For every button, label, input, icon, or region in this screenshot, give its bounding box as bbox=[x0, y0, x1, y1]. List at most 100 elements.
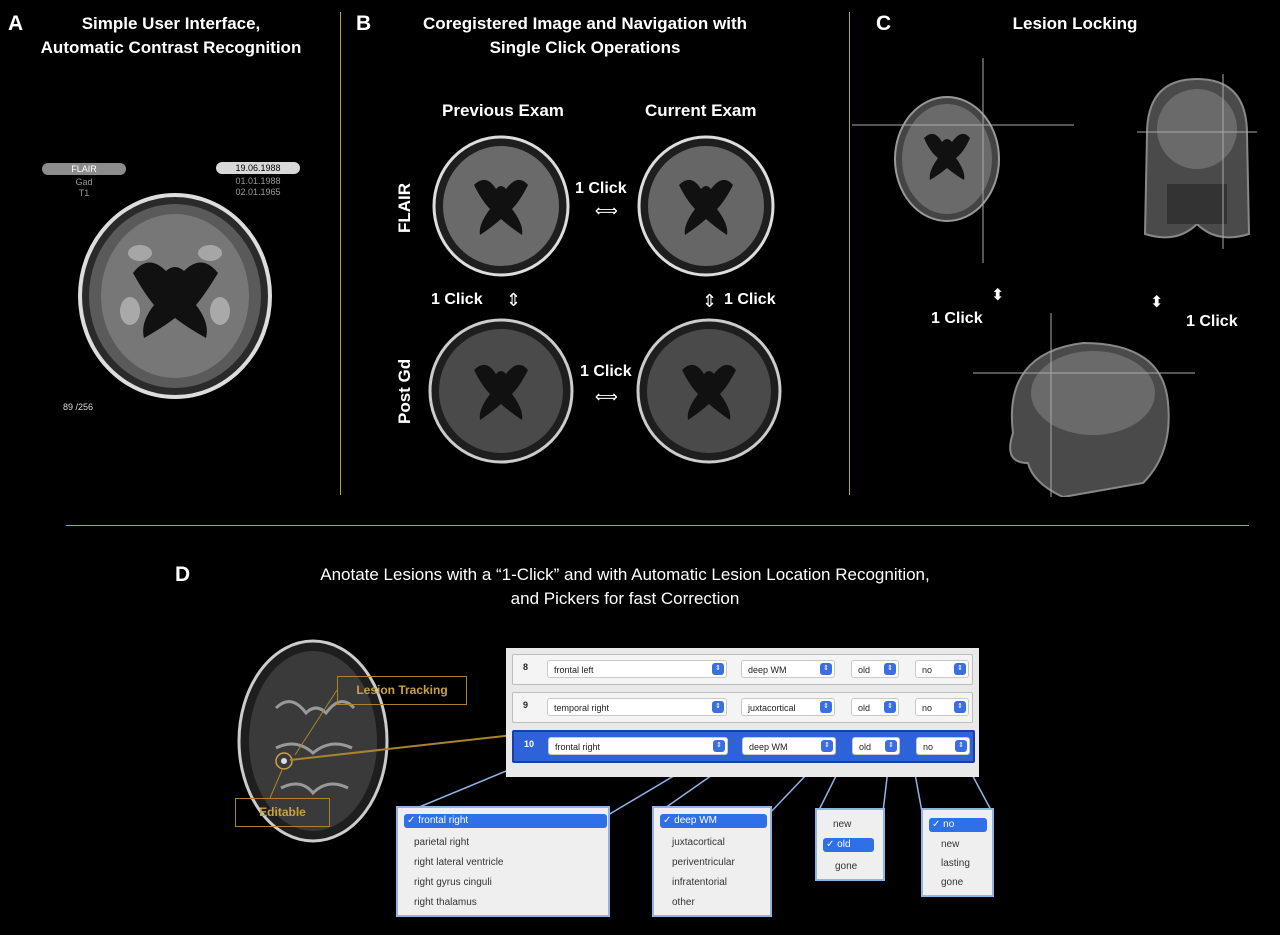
chevron-updown-icon: ⇕ bbox=[713, 740, 725, 752]
brain-previous-flair[interactable] bbox=[432, 135, 570, 278]
brain-previous-postgd[interactable] bbox=[428, 318, 574, 464]
chevron-updown-icon: ⇕ bbox=[884, 701, 896, 713]
status-option[interactable]: ✓ old bbox=[823, 838, 874, 852]
lesion-lock-axial-view[interactable] bbox=[852, 58, 1074, 263]
location-value: frontal left bbox=[554, 665, 594, 675]
panel-a-letter: A bbox=[8, 12, 24, 35]
diagonal-arrow-icon: ⬍ bbox=[1150, 294, 1164, 311]
region-option[interactable]: ✓ deep WM bbox=[660, 814, 767, 828]
status-select[interactable]: old ⇕ bbox=[851, 660, 899, 678]
chevron-updown-icon: ⇕ bbox=[884, 663, 896, 675]
enhancing-option[interactable]: new bbox=[941, 839, 960, 850]
location-option[interactable]: right gyrus cinguli bbox=[414, 877, 492, 888]
location-option[interactable]: right lateral ventricle bbox=[414, 857, 504, 868]
chevron-updown-icon: ⇕ bbox=[954, 701, 966, 713]
location-value: temporal right bbox=[554, 703, 610, 713]
chevron-updown-icon: ⇕ bbox=[712, 701, 724, 713]
panel-c-letter: C bbox=[876, 12, 892, 35]
click-label-postgd-horizontal: 1 Click bbox=[580, 363, 632, 380]
chevron-updown-icon: ⇕ bbox=[955, 740, 967, 752]
location-option[interactable]: parietal right bbox=[414, 837, 470, 848]
brain-current-flair[interactable] bbox=[637, 135, 775, 278]
sequence-option-gad[interactable]: Gad bbox=[75, 177, 93, 187]
sequence-picker[interactable]: FLAIR bbox=[42, 163, 126, 175]
enhancing-option[interactable]: ✓ no bbox=[929, 818, 987, 832]
lesion-lock-sagittal-view[interactable] bbox=[973, 313, 1195, 497]
option-label: deep WM bbox=[674, 815, 717, 826]
sequence-option-t1[interactable]: T1 bbox=[78, 188, 90, 198]
region-select[interactable]: juxtacortical ⇕ bbox=[741, 698, 835, 716]
check-icon: ✓ bbox=[663, 815, 672, 826]
vertical-arrow-icon: ⇕ bbox=[702, 291, 718, 311]
location-select[interactable]: frontal right ⇕ bbox=[548, 737, 728, 755]
lesion-lock-coronal-view[interactable] bbox=[1137, 74, 1257, 249]
location-picker: ✓ frontal right parietal right right lat… bbox=[396, 806, 610, 917]
status-select[interactable]: old⇕ bbox=[852, 737, 900, 755]
status-value: old bbox=[858, 703, 871, 713]
panel-b-title-line1: Coregistered Image and Navigation with bbox=[422, 14, 747, 33]
location-value: frontal right bbox=[555, 742, 601, 752]
location-option[interactable]: right thalamus bbox=[414, 897, 477, 908]
enhancing-select[interactable]: no ⇕ bbox=[916, 737, 970, 755]
chevron-updown-icon: ⇕ bbox=[954, 663, 966, 675]
location-select[interactable]: temporal right ⇕ bbox=[547, 698, 727, 716]
row-flair: FLAIR bbox=[395, 182, 414, 233]
click-label-previous-vertical: 1 Click bbox=[431, 291, 483, 308]
status-option[interactable]: new bbox=[833, 819, 852, 830]
lesion-id: 10 bbox=[524, 739, 535, 749]
enhancing-value: no bbox=[923, 742, 934, 752]
status-value: old bbox=[859, 742, 872, 752]
region-option[interactable]: infratentorial bbox=[672, 877, 728, 888]
table-row-selected[interactable]: 10 frontal right⇕ deep WM⇕ old⇕ no⇕ bbox=[512, 730, 975, 763]
panel-b-title-line2: Single Click Operations bbox=[489, 38, 681, 57]
brain-axial-flair-image[interactable] bbox=[78, 193, 272, 399]
date-option-1[interactable]: 01.01.1988 bbox=[235, 176, 281, 186]
panel-d-title-line1: Anotate Lesions with a “1-Click” and wit… bbox=[320, 565, 930, 584]
enhancing-value: no bbox=[922, 703, 933, 713]
location-option[interactable]: ✓ frontal right bbox=[404, 814, 607, 828]
lesion-id: 9 bbox=[523, 700, 529, 710]
check-icon: ✓ bbox=[826, 839, 835, 850]
chevron-updown-icon: ⇕ bbox=[820, 701, 832, 713]
click-label-coronal: 1 Click bbox=[1186, 313, 1238, 330]
region-option[interactable]: juxtacortical bbox=[672, 837, 725, 848]
chevron-updown-icon: ⇕ bbox=[821, 740, 833, 752]
location-select[interactable]: frontal left ⇕ bbox=[547, 660, 727, 678]
status-select[interactable]: old ⇕ bbox=[851, 698, 899, 716]
vertical-arrow-icon: ⇕ bbox=[506, 290, 522, 310]
enhancing-option[interactable]: lasting bbox=[941, 858, 970, 869]
date-picker[interactable]: 19.06.1988 bbox=[216, 162, 300, 174]
separator-ab bbox=[340, 12, 341, 495]
region-value: juxtacortical bbox=[748, 703, 796, 713]
enhancing-option[interactable]: gone bbox=[941, 877, 964, 888]
region-option[interactable]: other bbox=[672, 897, 695, 908]
status-option[interactable]: gone bbox=[835, 861, 858, 872]
editable-tag: Editable bbox=[235, 798, 330, 827]
chevron-updown-icon: ⇕ bbox=[712, 663, 724, 675]
region-picker: ✓ deep WM juxtacortical periventricular … bbox=[652, 806, 772, 917]
status-picker: new ✓ old gone bbox=[815, 808, 885, 881]
brain-current-postgd[interactable] bbox=[636, 318, 782, 464]
region-select[interactable]: deep WM⇕ bbox=[741, 660, 835, 678]
table-row[interactable]: 8 frontal left⇕ deep WM⇕ old⇕ no⇕ bbox=[512, 654, 973, 685]
enhancing-value: no bbox=[922, 665, 933, 675]
lesion-tracking-tag: Lesion Tracking bbox=[337, 676, 467, 705]
enhancing-select[interactable]: no ⇕ bbox=[915, 698, 969, 716]
enhancing-picker: ✓ no new lasting gone bbox=[921, 808, 994, 897]
check-icon: ✓ bbox=[932, 819, 941, 830]
region-value: deep WM bbox=[748, 665, 787, 675]
panel-b-letter: B bbox=[356, 12, 372, 35]
horizontal-arrow-icon: ⟺ bbox=[595, 389, 618, 406]
region-option[interactable]: periventricular bbox=[672, 857, 735, 868]
enhancing-select[interactable]: no ⇕ bbox=[915, 660, 969, 678]
diagonal-arrow-icon: ⬍ bbox=[991, 287, 1005, 304]
click-label-current-vertical: 1 Click bbox=[724, 291, 776, 308]
row-post-gd: Post Gd bbox=[395, 358, 414, 424]
click-label-flair-horizontal: 1 Click bbox=[575, 180, 627, 197]
check-icon: ✓ bbox=[407, 815, 416, 826]
region-select[interactable]: deep WM⇕ bbox=[742, 737, 836, 755]
panel-d-title-line2: and Pickers for fast Correction bbox=[510, 589, 740, 608]
date-option-2[interactable]: 02.01.1965 bbox=[235, 187, 281, 197]
table-row[interactable]: 9 temporal right ⇕ juxtacortical ⇕ old ⇕ no… bbox=[512, 692, 973, 723]
status-value: old bbox=[858, 665, 871, 675]
